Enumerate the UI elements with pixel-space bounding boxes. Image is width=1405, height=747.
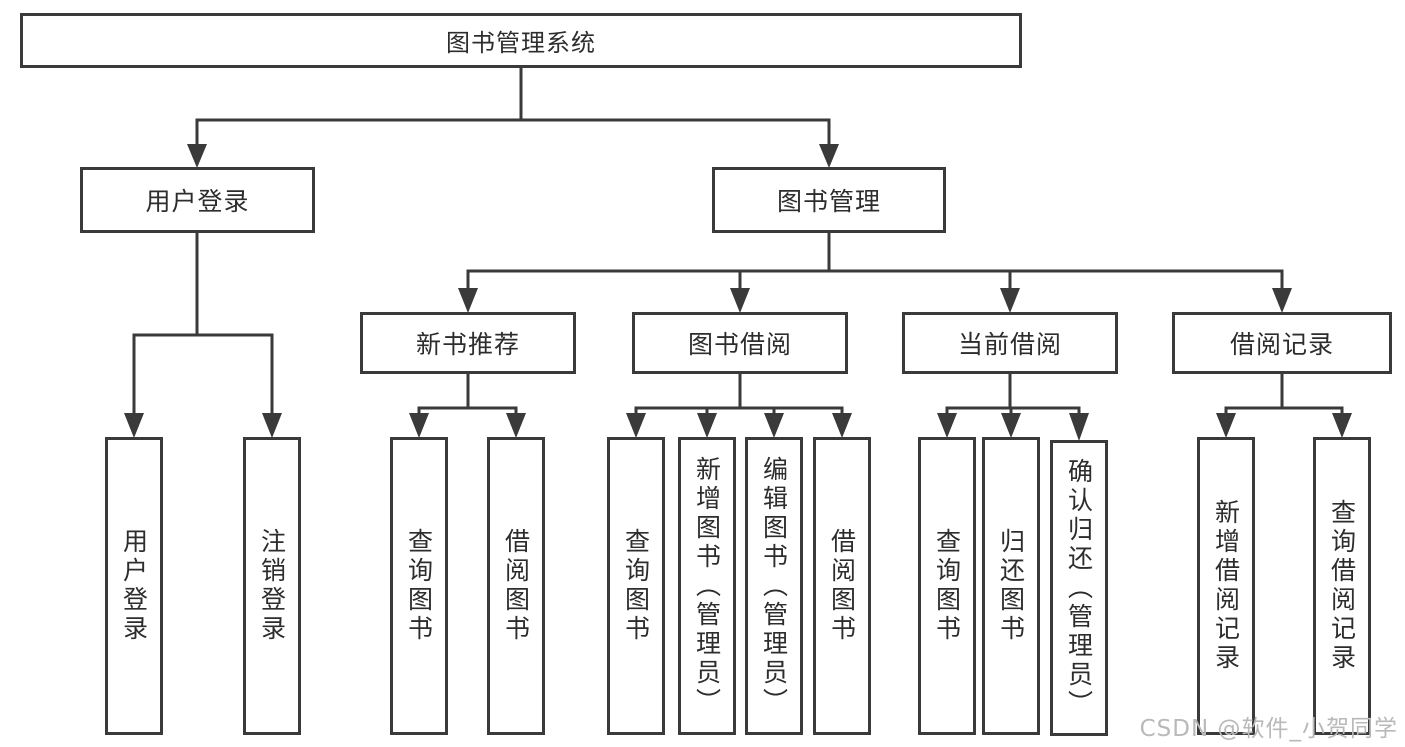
node-label: 图书管理系统: [446, 29, 596, 57]
arrowhead: [458, 288, 478, 313]
arrowhead: [730, 288, 750, 313]
edges-book-management-sections: [458, 233, 1292, 313]
edges-new-book-leaves: [409, 374, 526, 438]
leaf-logout-login: 注销登录: [243, 437, 301, 735]
leaf-borrow-edit-books-admin: 编辑图书（管理员）: [745, 437, 803, 735]
leaf-records-query-record: 查询借阅记录: [1313, 437, 1371, 735]
node-label: 借阅记录: [1229, 330, 1334, 359]
node-label: 确认归还（管理员）: [1064, 457, 1094, 719]
node-label: 当前借阅: [957, 330, 1062, 359]
leaf-current-return-books: 归还图书: [982, 437, 1040, 735]
edges-borrow-records-leaves: [1216, 374, 1352, 438]
arrowhead: [1069, 413, 1089, 441]
leaf-user-login: 用户登录: [105, 437, 163, 735]
node-label: 新书推荐: [415, 330, 520, 359]
leaf-records-add-record: 新增借阅记录: [1197, 437, 1255, 735]
arrowhead: [626, 413, 646, 438]
node-book-borrow: 图书借阅: [632, 312, 848, 374]
csdn-watermark: CSDN @软件_小贺同学: [1139, 716, 1398, 742]
leaf-newbook-borrow-books: 借阅图书: [487, 437, 545, 735]
edges-book-borrow-leaves: [626, 374, 852, 438]
node-label: 借阅图书: [501, 528, 531, 644]
arrowhead: [124, 413, 144, 438]
node-label: 查询图书: [932, 528, 962, 644]
node-label: 查询借阅记录: [1327, 499, 1357, 673]
leaf-current-query-books: 查询图书: [918, 437, 976, 735]
leaf-borrow-borrow-books: 借阅图书: [813, 437, 871, 735]
node-label: 注销登录: [257, 528, 287, 644]
node-label: 图书管理: [776, 187, 881, 216]
node-label: 编辑图书（管理员）: [759, 455, 789, 717]
arrowhead: [1001, 413, 1021, 438]
edges-current-borrow-leaves: [937, 374, 1089, 441]
arrowhead: [506, 413, 526, 438]
leaf-current-confirm-return-admin: 确认归还（管理员）: [1050, 440, 1108, 736]
arrowhead: [1216, 413, 1236, 438]
arrowhead: [937, 413, 957, 438]
arrowhead: [697, 413, 717, 438]
node-label: 归还图书: [996, 528, 1026, 644]
node-current-borrow: 当前借阅: [902, 312, 1118, 374]
node-borrow-records: 借阅记录: [1172, 312, 1392, 374]
node-user-login: 用户登录: [80, 167, 315, 233]
edges-user-login-leaves: [124, 233, 282, 438]
node-label: 新增图书（管理员）: [692, 455, 722, 717]
arrowhead: [187, 144, 207, 168]
node-label: 查询图书: [404, 528, 434, 644]
node-label: 借阅图书: [827, 528, 857, 644]
node-new-book-recommend: 新书推荐: [360, 312, 576, 374]
node-label: 新增借阅记录: [1211, 499, 1241, 673]
edges-root-to-level2: [187, 67, 839, 168]
arrowhead: [409, 413, 429, 438]
arrowhead: [1272, 288, 1292, 313]
node-library-management-system: 图书管理系统: [20, 13, 1022, 68]
arrowhead: [819, 144, 839, 168]
arrowhead: [1000, 288, 1020, 313]
arrowhead: [1332, 413, 1352, 438]
arrowhead: [262, 413, 282, 438]
leaf-borrow-query-books: 查询图书: [607, 437, 665, 735]
node-label: 图书借阅: [687, 330, 792, 359]
node-book-management: 图书管理: [712, 167, 946, 233]
leaf-borrow-add-books-admin: 新增图书（管理员）: [678, 437, 736, 735]
node-label: 用户登录: [145, 187, 250, 216]
node-label: 用户登录: [119, 528, 149, 644]
arrowhead: [832, 413, 852, 438]
leaf-newbook-query-books: 查询图书: [390, 437, 448, 735]
node-label: 查询图书: [621, 528, 651, 644]
arrowhead: [764, 413, 784, 438]
